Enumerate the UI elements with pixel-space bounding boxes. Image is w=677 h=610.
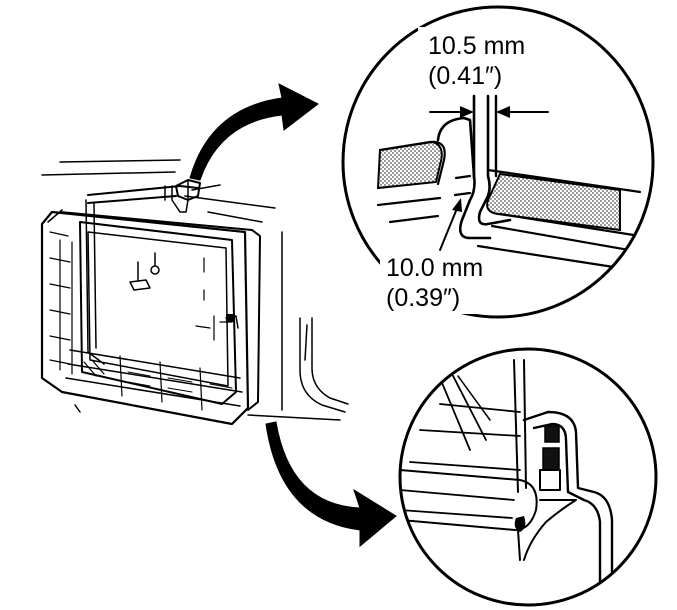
clip-width-detail-circle [341, 5, 655, 319]
door-panel-drawing [40, 159, 349, 426]
bottom-dimension-mm: 10.0 mm [386, 254, 483, 282]
top-dimension-mm: 10.5 mm [428, 32, 525, 60]
bottom-dimension-in: (0.39″) [386, 284, 460, 312]
bottom-label-backdrop [380, 254, 510, 314]
top-dimension-in: (0.41″) [428, 62, 502, 90]
curved-arrow-down-right-icon [265, 421, 397, 548]
top-label-backdrop [418, 27, 558, 91]
clip-installed-detail-circle [398, 347, 658, 607]
curved-arrow-right-icon [189, 83, 319, 181]
